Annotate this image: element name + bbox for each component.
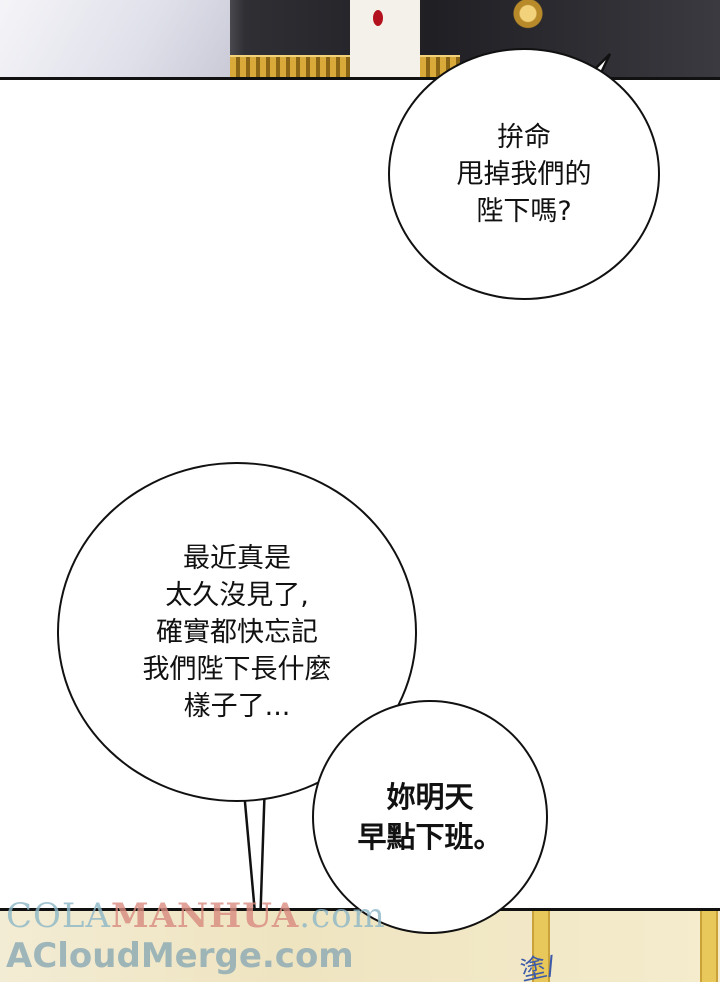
gold-pillar (532, 911, 550, 982)
speech-bubble-bottom-right: 妳明天 早點下班。 (312, 700, 548, 934)
top-artwork-panel (0, 0, 720, 80)
white-shirt (350, 0, 420, 80)
watermark-line-1: COLAMANHUA.com (6, 896, 386, 936)
watermark-manhua: MANHUA (111, 896, 300, 936)
panel-border (0, 77, 720, 80)
speech-bubble-top-right: 拚命 甩掉我們的 陛下嗎? (388, 48, 660, 300)
speech-text-top-right: 拚命 甩掉我們的 陛下嗎? (456, 121, 592, 227)
gold-embroidery (488, 0, 568, 45)
speech-text-middle-left: 最近真是 太久沒見了, 確實都快忘記 我們陛下長什麼 樣子了... (142, 542, 332, 722)
watermark: COLAMANHUA.com ACloudMerge.com (6, 896, 386, 976)
gold-cloak-trim (230, 55, 460, 80)
watermark-line-2: ACloudMerge.com (6, 936, 354, 976)
watermark-cola: COLA (6, 896, 112, 936)
red-jewel-brooch (373, 10, 383, 26)
watermark-com: .com (299, 896, 386, 936)
white-robed-figure (0, 0, 230, 80)
gold-pillar (700, 911, 718, 982)
speech-text-bottom-right: 妳明天 早點下班。 (357, 780, 503, 854)
